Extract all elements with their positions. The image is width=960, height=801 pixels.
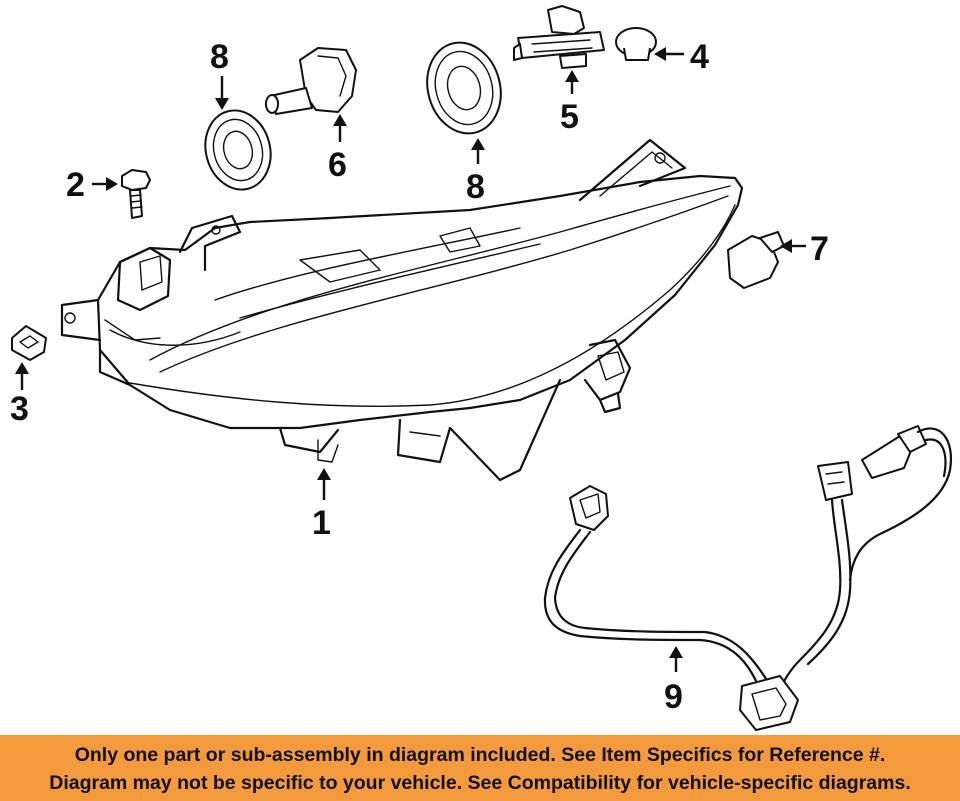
wiring-harness-drawing [543,425,953,731]
marker-bulb-drawing [727,231,785,289]
callout-7: 7 [810,230,829,268]
callout-8-right: 8 [466,168,485,206]
callout-5: 5 [560,98,579,136]
cap-drawing [615,27,657,61]
headlamp-parts-diagram: 8 6 8 5 4 2 3 7 1 9 [10,5,953,731]
clip-nut-drawing [11,325,47,361]
disclaimer-line-2: Diagram may not be specific to your vehi… [49,772,911,794]
callout-arrows [15,47,806,672]
callout-9: 9 [664,678,683,716]
callout-8-left: 8 [210,38,229,76]
seal-ring-right-drawing [426,41,502,135]
bulb-socket-drawing [265,47,357,115]
callout-3: 3 [10,390,29,428]
headlamp-assembly-drawing [60,138,744,482]
bolt-drawing [121,169,151,219]
callout-2: 2 [66,166,85,204]
seal-ring-left-drawing [204,109,272,191]
callout-6: 6 [328,146,347,184]
disclaimer-line-1: Only one part or sub-assembly in diagram… [74,744,886,766]
callout-4: 4 [690,38,709,76]
callout-1: 1 [312,504,331,542]
disclaimer-banner: Only one part or sub-assembly in diagram… [0,735,960,801]
headlamp-bulb-drawing [513,5,605,69]
